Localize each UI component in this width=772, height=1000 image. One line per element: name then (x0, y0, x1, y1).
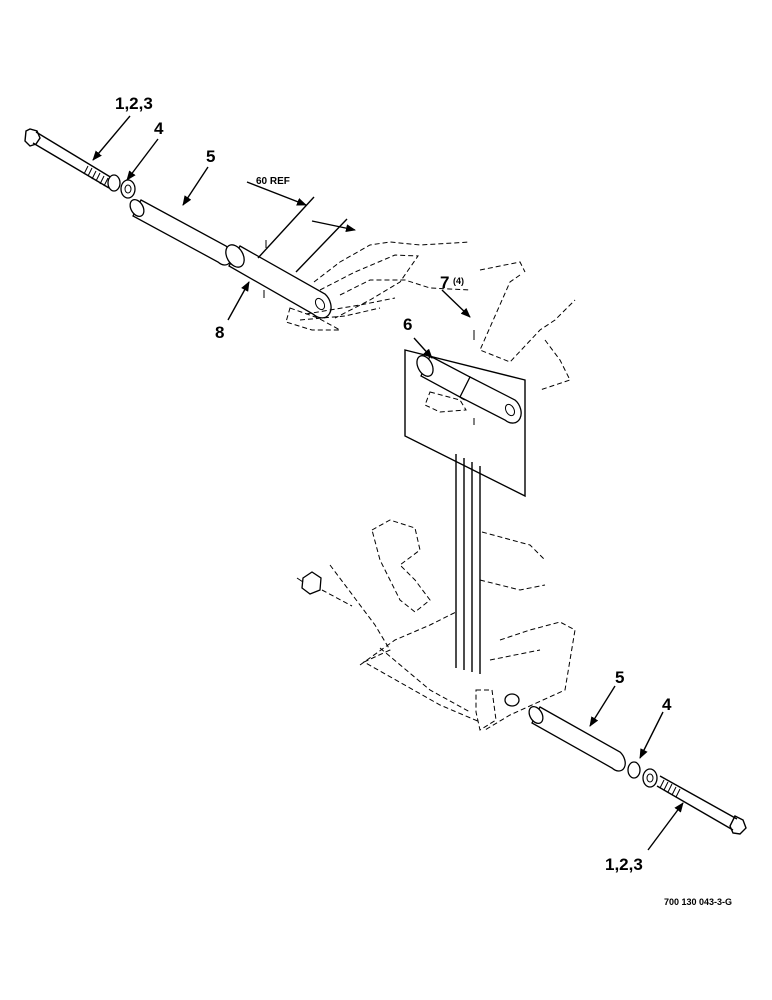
top-washer (107, 174, 136, 199)
dimension-label: 60 REF (256, 176, 290, 187)
top-spacer (129, 198, 232, 266)
top-bolt (24, 128, 113, 189)
callout-pin-7-qty: (4) (453, 276, 464, 286)
callout-bottom-washer: 4 (662, 695, 672, 714)
center-plate (404, 261, 576, 674)
callout-bottom-spacer: 5 (615, 668, 624, 687)
roller-8 (225, 244, 332, 319)
callout-top-bolt: 1,2,3 (115, 94, 153, 113)
callout-pin-7: 7 (440, 273, 449, 292)
callout-top-spacer: 5 (206, 147, 215, 166)
callout-roller-6: 6 (403, 315, 412, 334)
leader-lines (92, 115, 684, 851)
drawing-number: 700 130 043-3-G (664, 897, 732, 907)
upper-bracket (257, 196, 471, 331)
callout-top-washer: 4 (154, 119, 164, 138)
callout-roller-8: 8 (215, 323, 224, 342)
roller-6 (416, 330, 522, 425)
callout-bottom-bolt: 1,2,3 (605, 855, 643, 874)
lower-frame (296, 519, 576, 731)
bottom-spacer (528, 705, 626, 772)
bottom-bolt (656, 775, 747, 835)
bottom-washer (627, 761, 658, 788)
